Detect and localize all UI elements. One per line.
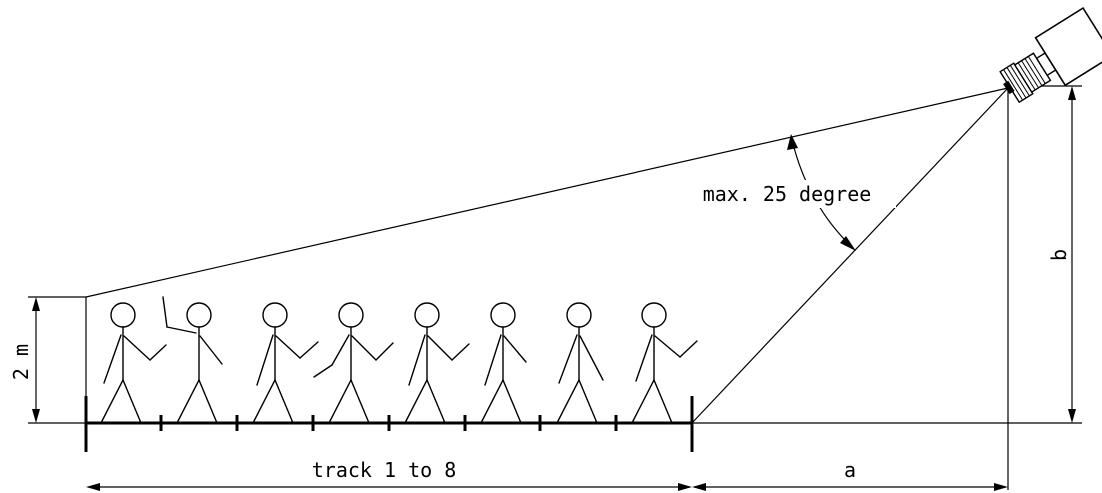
fov-upper-line <box>85 87 1009 298</box>
track-span-label: track 1 to 8 <box>312 458 457 482</box>
height-label: 2 m <box>9 344 33 380</box>
dimension-a <box>692 483 1008 491</box>
person-icon <box>100 302 167 424</box>
person-icon <box>480 302 527 424</box>
dimension-track <box>86 483 692 491</box>
dimension-2m <box>32 297 40 423</box>
track <box>84 396 694 452</box>
camera-icon <box>999 6 1102 104</box>
fov-lower-line <box>691 87 1009 424</box>
angle-label: max. 25 degree <box>703 182 872 206</box>
person-icon <box>313 302 394 424</box>
person-icon <box>404 302 470 424</box>
dimension-b <box>1068 86 1076 423</box>
distance-label: a <box>844 458 856 482</box>
person-icon <box>252 302 319 424</box>
person-icon <box>631 302 698 424</box>
person-icon <box>556 302 604 424</box>
camera-height-label: b <box>1047 249 1071 261</box>
person-icon <box>162 296 223 424</box>
